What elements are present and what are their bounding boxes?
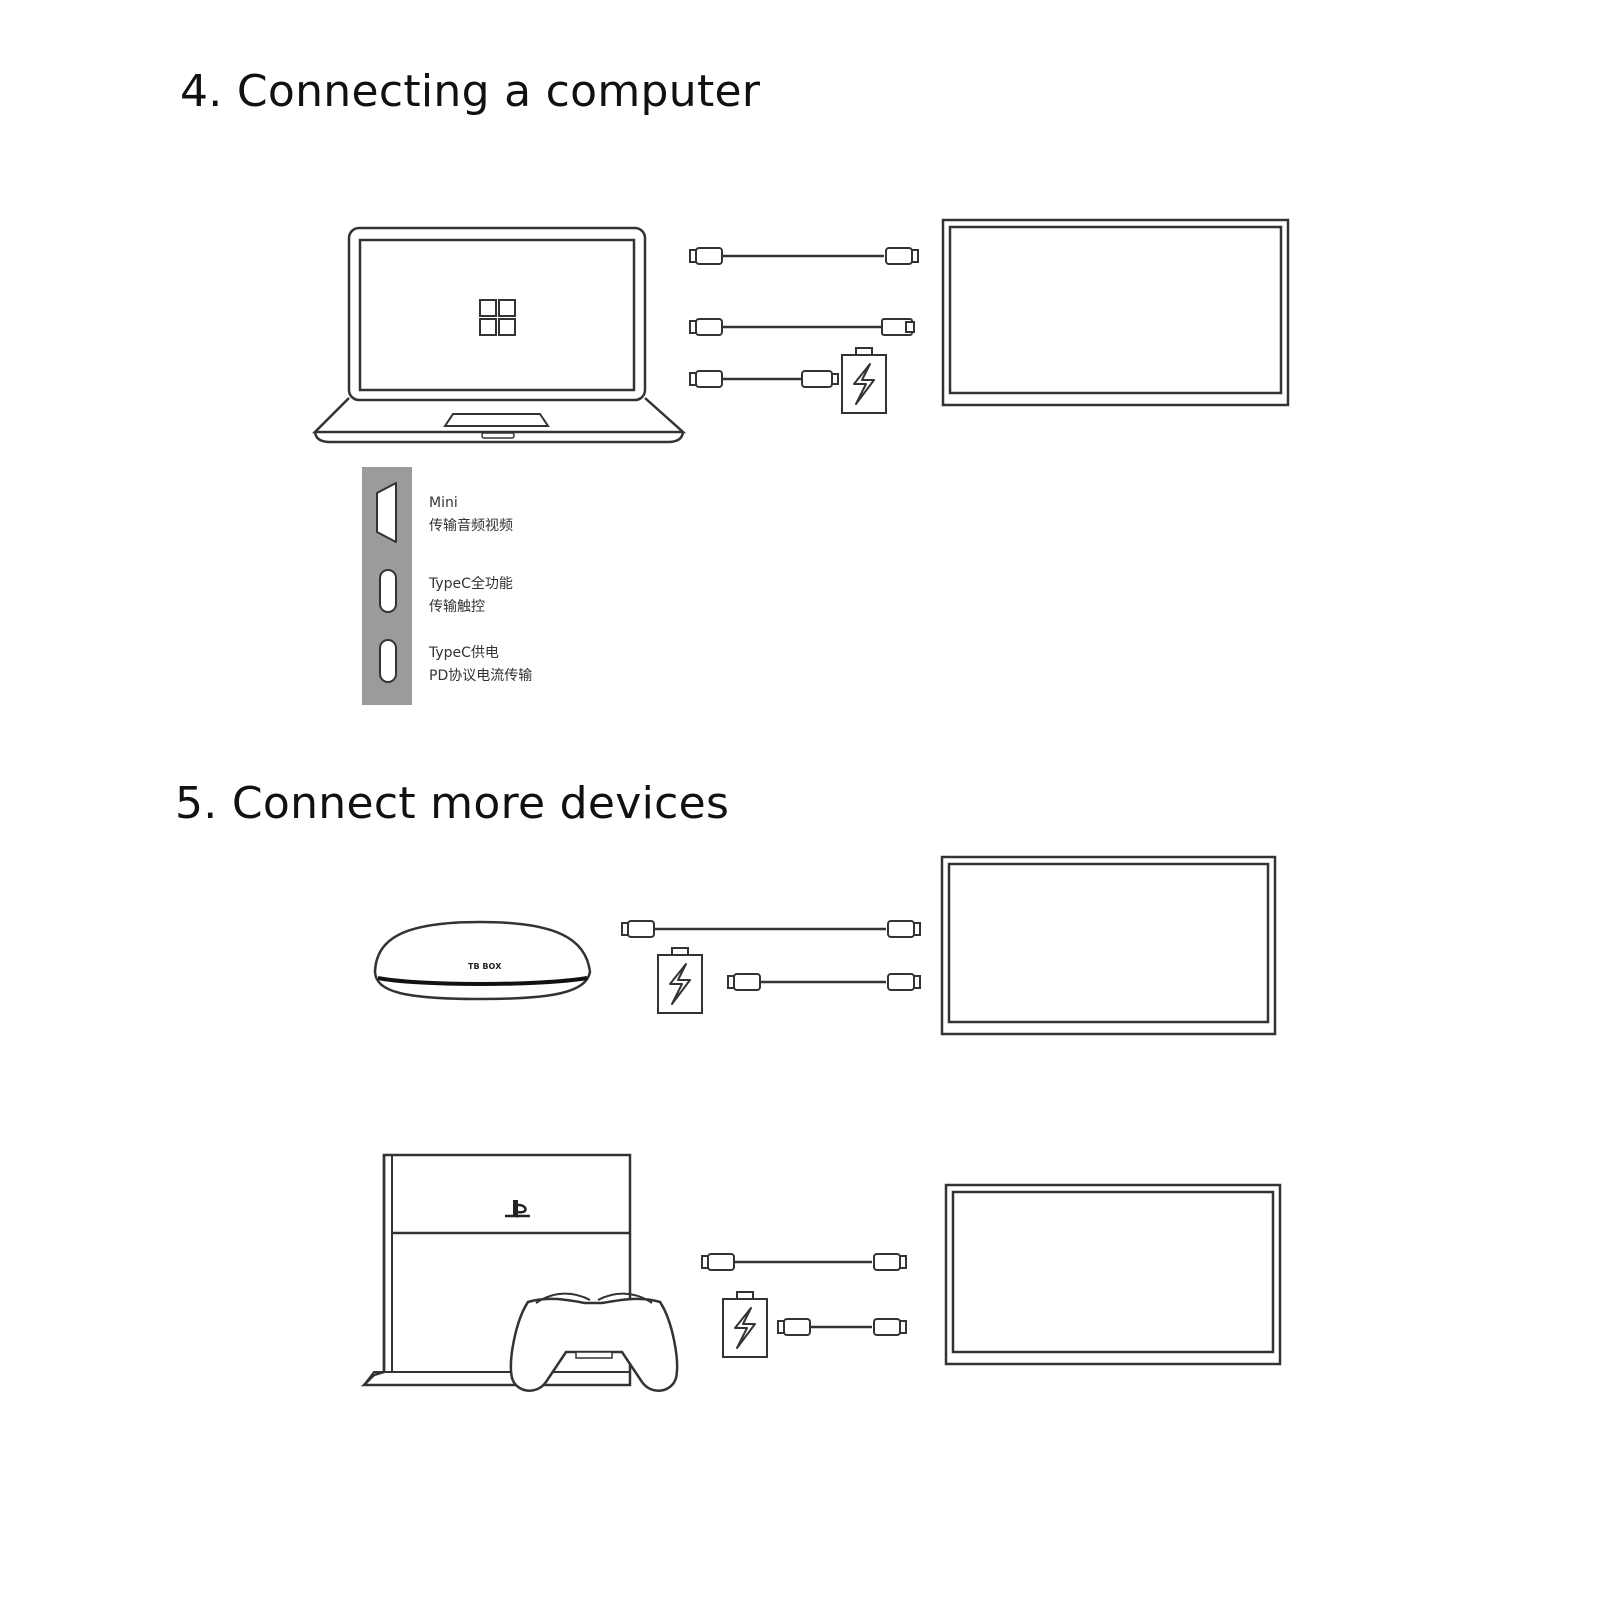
usb-cable-icon bbox=[621, 920, 921, 938]
usb-cable-icon bbox=[701, 1253, 907, 1271]
typec-port-icon bbox=[379, 569, 397, 613]
power-adapter-icon bbox=[657, 947, 703, 1014]
portable-monitor-icon bbox=[940, 855, 1277, 1036]
section-title-connect-computer: 4. Connecting a computer bbox=[180, 66, 761, 117]
usb-cable-icon bbox=[689, 247, 919, 265]
port-desc-typec-full: 传输触控 bbox=[429, 599, 485, 615]
port-label-mini: Mini bbox=[429, 495, 458, 511]
section-title-more-devices: 5. Connect more devices bbox=[175, 778, 730, 829]
port-panel bbox=[362, 467, 412, 705]
usb-cable-icon bbox=[777, 1318, 907, 1336]
port-desc-mini: 传输音频视频 bbox=[429, 517, 513, 534]
windows-logo-icon bbox=[479, 299, 516, 336]
power-adapter-icon bbox=[722, 1291, 768, 1358]
mini-hdmi-port-icon bbox=[376, 482, 397, 543]
gamepad-icon bbox=[509, 1292, 679, 1392]
tv-box-logo: ТВ ВОХ bbox=[468, 962, 502, 971]
usb-cable-icon bbox=[689, 318, 915, 336]
port-desc-typec-power: PD协议电流传输 bbox=[429, 668, 532, 684]
port-label-typec-power: TypeC供电 bbox=[428, 645, 499, 661]
port-label-typec-full: TypeC全功能 bbox=[428, 575, 513, 592]
power-adapter-icon bbox=[841, 347, 887, 414]
playstation-logo-icon bbox=[505, 1200, 530, 1218]
tv-box-icon: ТВ ВОХ bbox=[373, 920, 592, 1001]
portable-monitor-icon bbox=[941, 218, 1290, 407]
portable-monitor-icon bbox=[944, 1183, 1282, 1366]
typec-port-icon bbox=[379, 639, 397, 683]
usb-cable-icon bbox=[727, 973, 921, 991]
usb-cable-icon bbox=[689, 370, 839, 388]
